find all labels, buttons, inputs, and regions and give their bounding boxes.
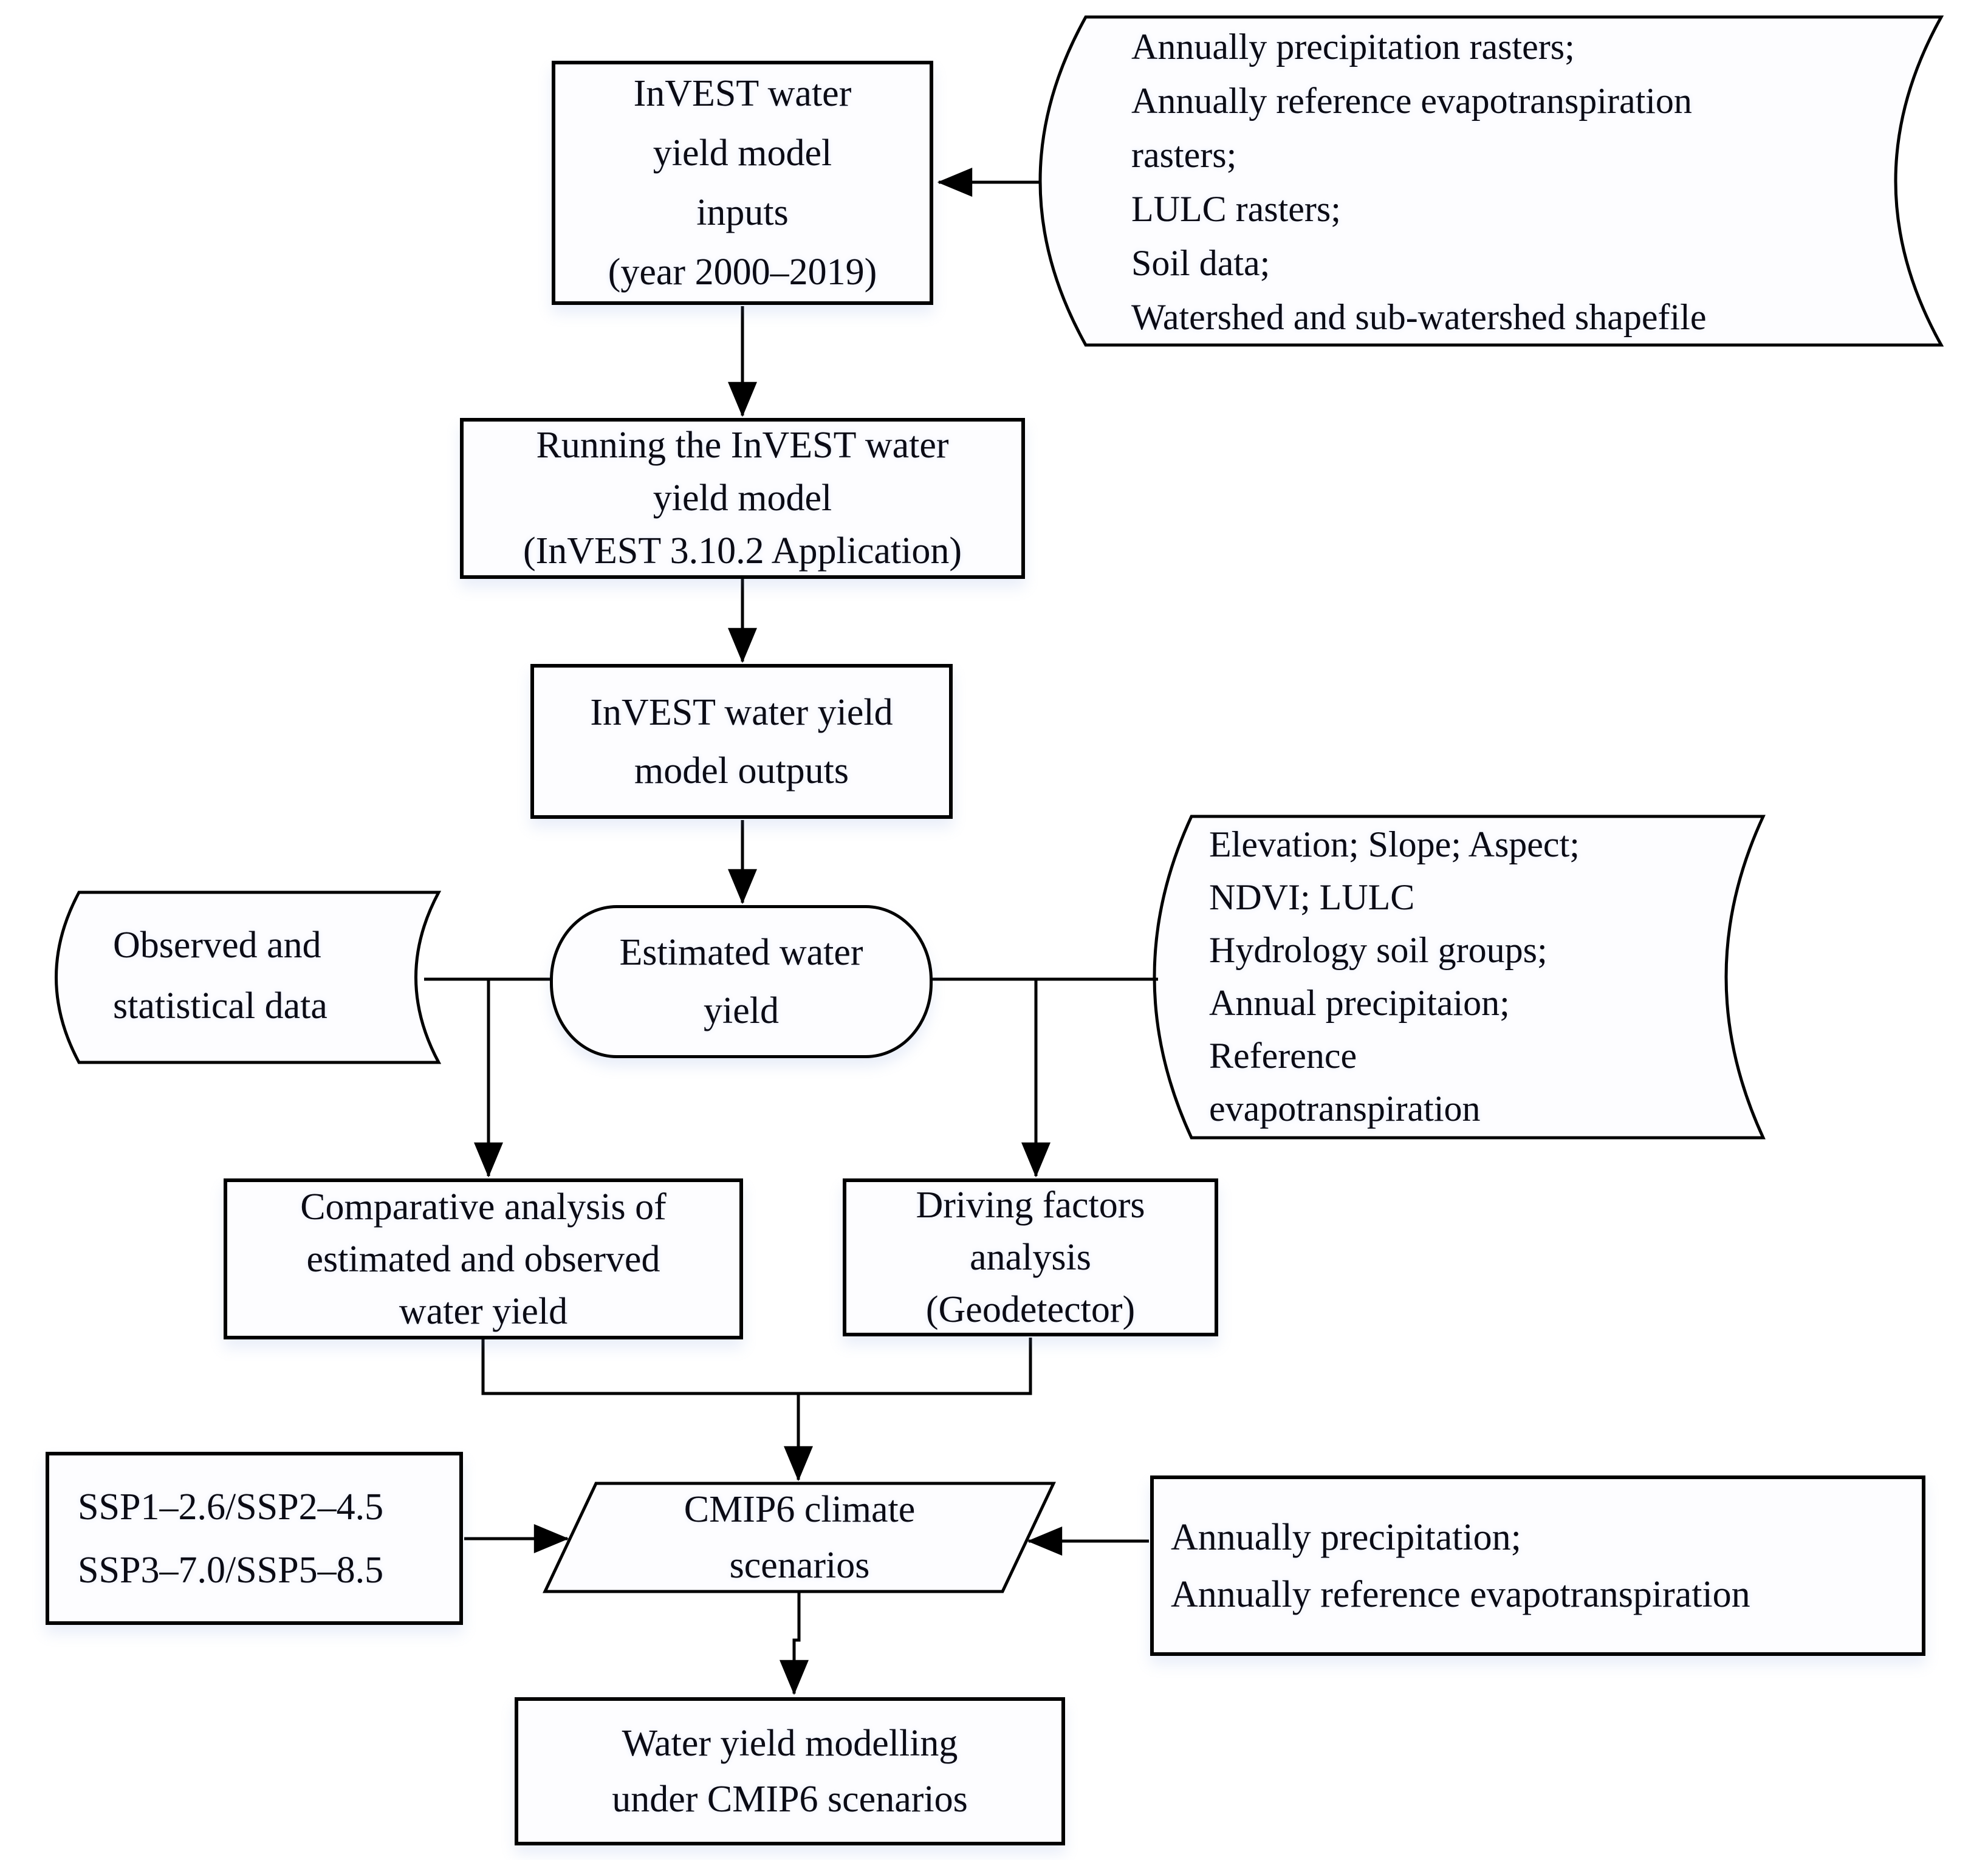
arrow-cmip6-to-modelling (780, 1593, 809, 1695)
node-comparative-analysis-label: Comparative analysis of estimated and ob… (300, 1186, 667, 1332)
parallelogram-cmip6 (543, 1482, 1056, 1593)
node-model-inputs-label: InVEST water yield model inputs (year 20… (608, 73, 877, 293)
node-model-inputs: InVEST water yield model inputs (year 20… (552, 61, 933, 305)
node-ssp-scenarios: SSP1–2.6/SSP2–4.5 SSP3–7.0/SSP5–8.5 (46, 1452, 463, 1625)
node-comparative-analysis: Comparative analysis of estimated and ob… (224, 1178, 743, 1339)
stored-data-driving (1153, 815, 1766, 1140)
stored-data-observed-label: Observed and statistical data (113, 925, 327, 1027)
node-estimated-yield-label: Estimated water yield (619, 932, 863, 1031)
node-water-yield-modelling: Water yield modelling under CMIP6 scenar… (515, 1697, 1065, 1845)
node-run-model: Running the InVEST water yield model (In… (460, 418, 1025, 579)
stored-data-observed (55, 891, 442, 1064)
node-driving-factors-label: Driving factors analysis (Geodetector) (916, 1185, 1145, 1330)
node-run-model-label: Running the InVEST water yield model (In… (523, 425, 962, 572)
node-ssp-scenarios-label: SSP1–2.6/SSP2–4.5 SSP3–7.0/SSP5–8.5 (78, 1486, 384, 1591)
line-merge-analyses (481, 1338, 1032, 1395)
node-cmip6-inputs-label: Annually precipitation; Annually referen… (1171, 1516, 1750, 1615)
node-cmip6-inputs: Annually precipitation; Annually referen… (1150, 1475, 1925, 1656)
node-model-outputs: InVEST water yield model outputs (530, 664, 953, 819)
node-driving-factors: Driving factors analysis (Geodetector) (843, 1178, 1218, 1336)
node-estimated-yield: Estimated water yield (550, 905, 933, 1058)
node-model-outputs-label: InVEST water yield model outputs (590, 691, 893, 792)
node-water-yield-modelling-label: Water yield modelling under CMIP6 scenar… (612, 1723, 968, 1820)
stored-data-input-rasters (1038, 15, 1944, 347)
stored-data-driving-label: Elevation; Slope; Aspect; NDVI; LULC Hyd… (1209, 824, 1580, 1129)
stored-data-input-rasters-label: Annually precipitation rasters; Annually… (1131, 27, 1707, 337)
parallelogram-cmip6-label: CMIP6 climate scenarios (684, 1489, 916, 1586)
